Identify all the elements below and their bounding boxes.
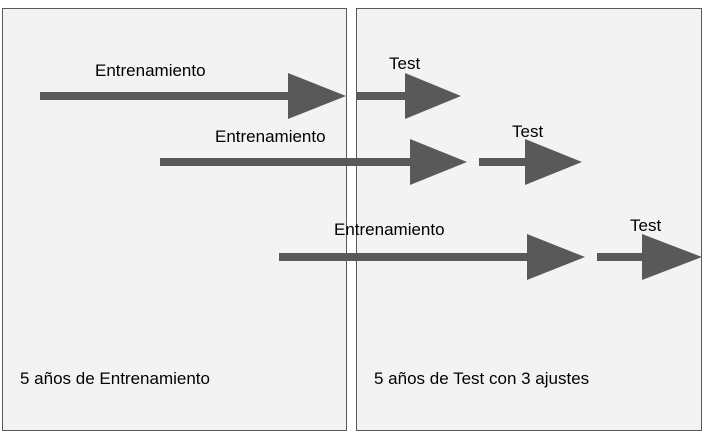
training-arrow-1 [40, 73, 346, 119]
training-period-caption: 5 años de Entrenamiento [20, 369, 210, 388]
training-label-3: Entrenamiento [334, 220, 445, 239]
test-arrow-1 [357, 73, 461, 119]
training-label-2: Entrenamiento [215, 127, 326, 146]
test-label-1: Test [389, 54, 421, 73]
training-arrow-3 [279, 234, 585, 280]
training-label-1: Entrenamiento [95, 61, 206, 80]
test-label-2: Test [512, 122, 544, 141]
test-period-caption: 5 años de Test con 3 ajustes [374, 369, 590, 388]
test-label-3: Test [630, 216, 662, 235]
test-arrow-3 [597, 234, 702, 280]
test-arrow-2 [479, 139, 582, 185]
training-arrow-2 [160, 139, 467, 185]
